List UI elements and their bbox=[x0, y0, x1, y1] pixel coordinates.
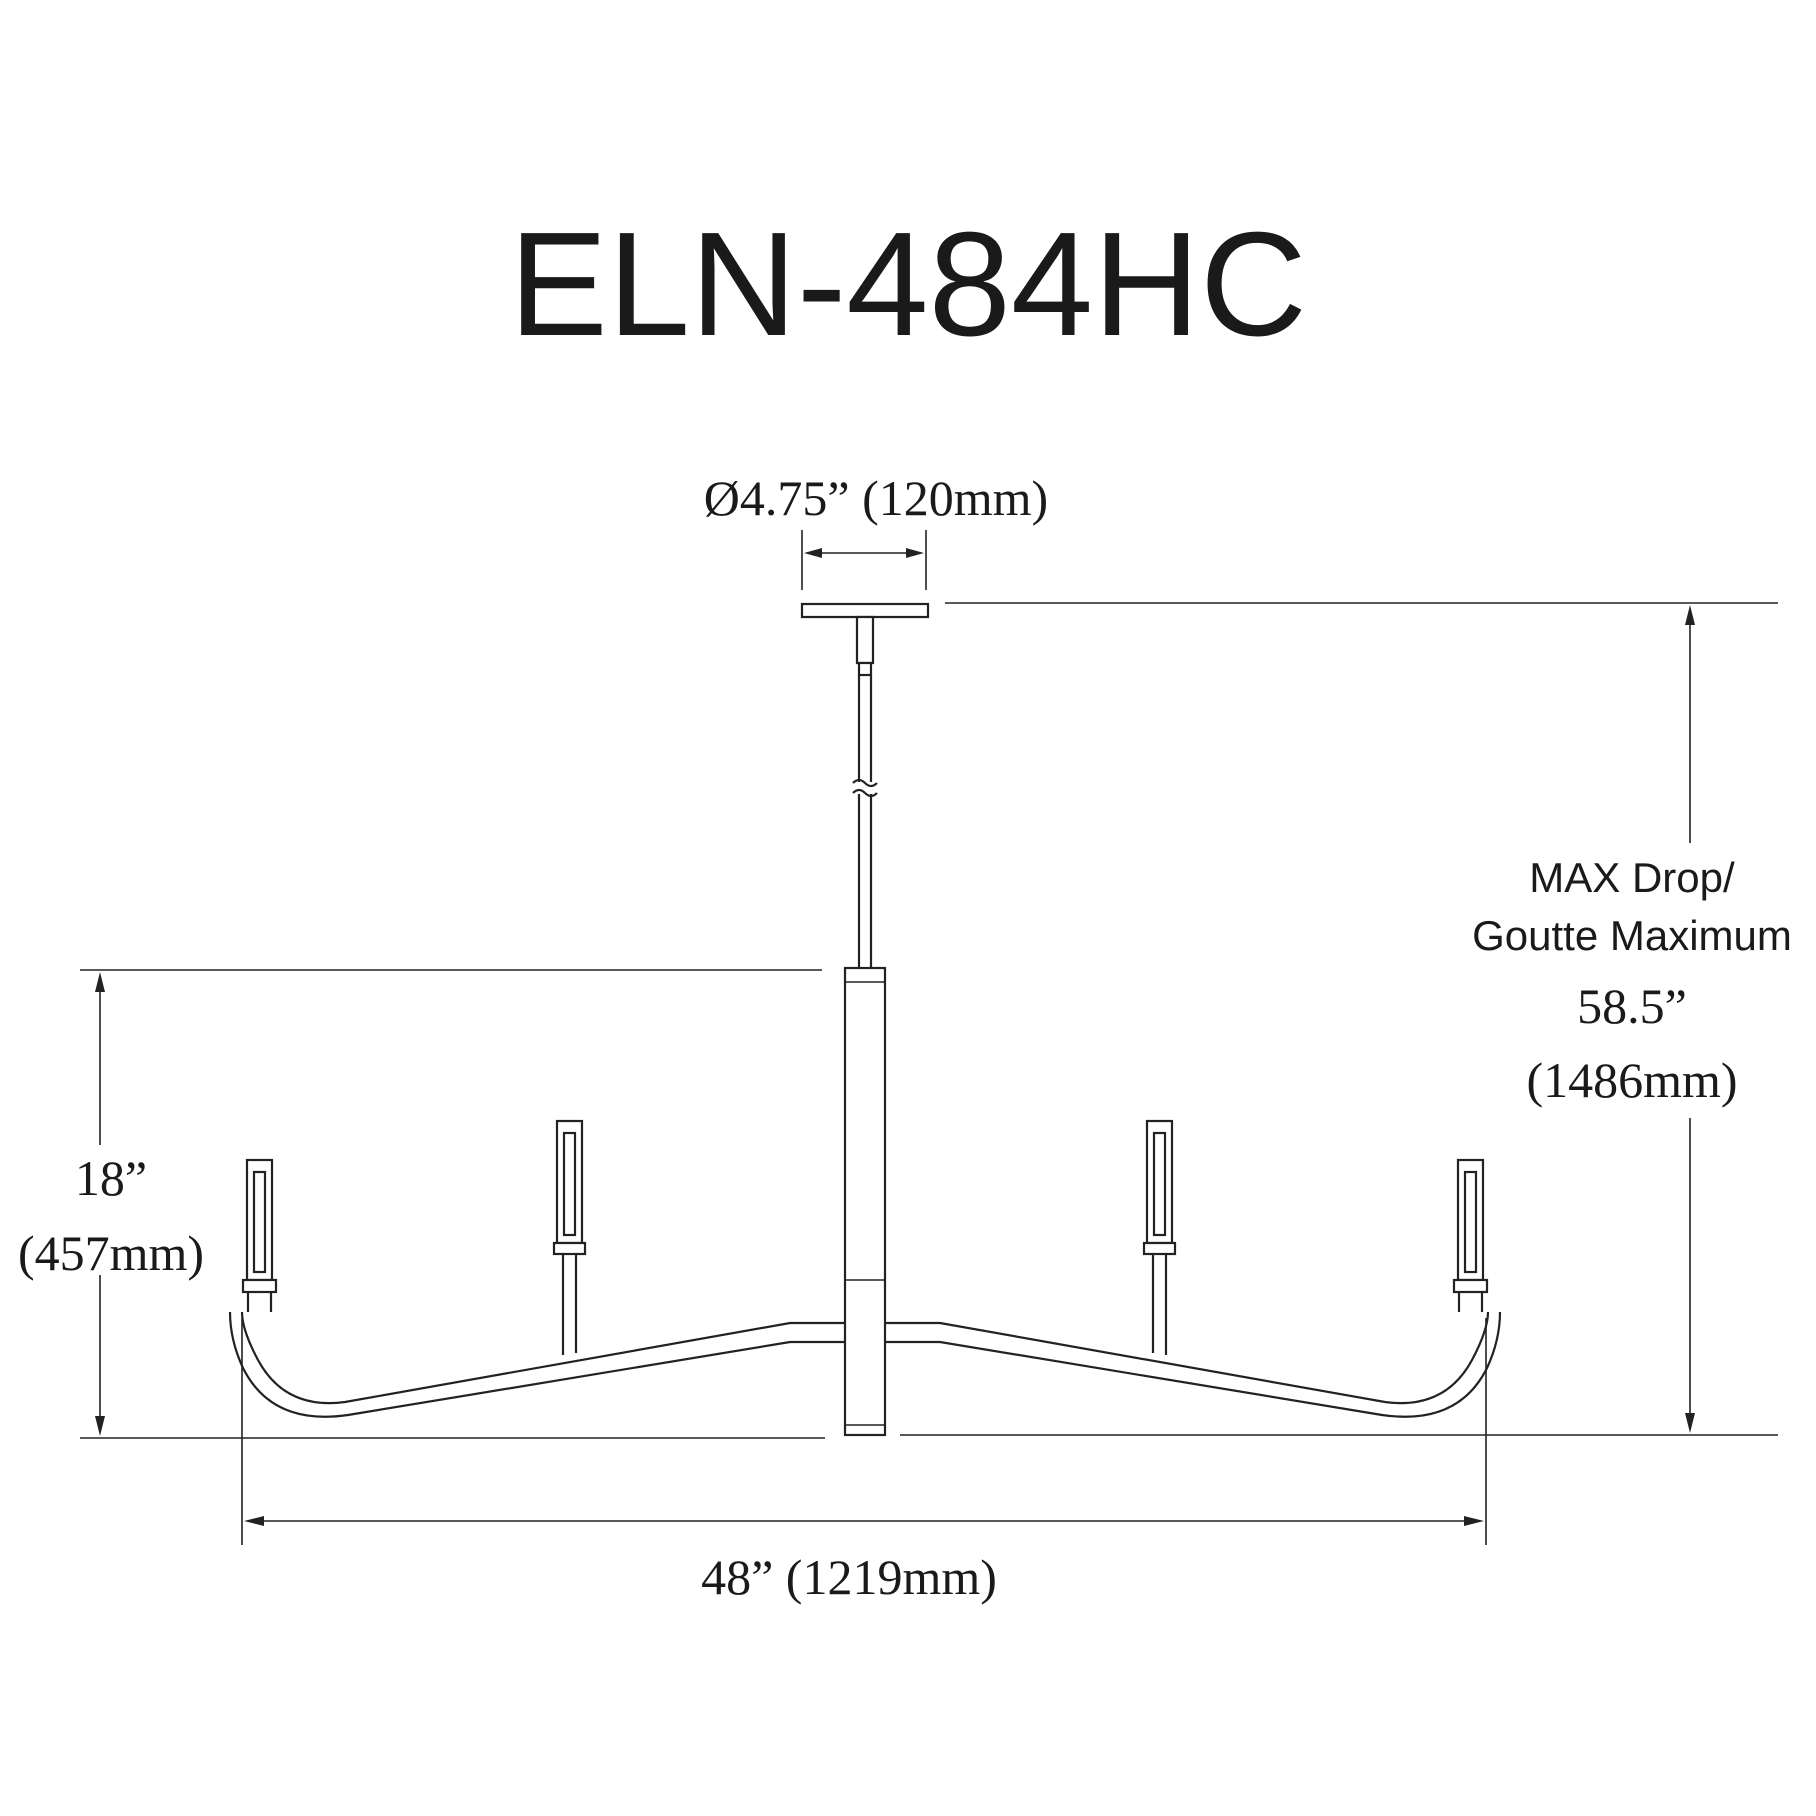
arrow-up-icon bbox=[1685, 605, 1695, 625]
max-drop-mm: (1486mm) bbox=[1526, 1052, 1737, 1108]
candle-socket-outer-left bbox=[241, 1158, 278, 1312]
arrow-left-icon bbox=[244, 1516, 264, 1526]
left-arm bbox=[240, 1311, 845, 1405]
canopy-plate bbox=[800, 602, 930, 619]
candle-socket-outer-right bbox=[1452, 1158, 1489, 1312]
fixture-width-dimension: 48” (1219mm) bbox=[241, 1318, 1487, 1605]
max-drop-label-en: MAX Drop/ bbox=[1529, 854, 1735, 901]
arrow-down-icon bbox=[1685, 1413, 1695, 1433]
fixture-height-inches: 18” bbox=[75, 1150, 147, 1206]
arrow-left-icon bbox=[804, 548, 822, 558]
max-drop-label-fr: Goutte Maximum bbox=[1472, 912, 1792, 959]
max-drop-inches: 58.5” bbox=[1577, 978, 1687, 1034]
canopy-diameter-label: Ø4.75” (120mm) bbox=[704, 470, 1048, 526]
chandelier-fixture bbox=[228, 602, 1502, 1437]
max-drop-dimension: MAX Drop/ Goutte Maximum 58.5” (1486mm) bbox=[900, 602, 1792, 1436]
model-number-title: ELN-484HC bbox=[509, 202, 1307, 367]
arrow-up-icon bbox=[95, 972, 105, 992]
canopy-stem bbox=[855, 615, 875, 665]
canopy-diameter-dimension: Ø4.75” (120mm) bbox=[704, 470, 1048, 590]
center-column bbox=[843, 966, 887, 1437]
candle-socket-inner-left bbox=[552, 1119, 587, 1355]
fixture-width-label: 48” (1219mm) bbox=[701, 1549, 997, 1605]
arrow-down-icon bbox=[95, 1416, 105, 1436]
arrow-right-icon bbox=[1464, 1516, 1484, 1526]
fixture-height-dimension: 18” (457mm) bbox=[18, 969, 825, 1439]
right-arm bbox=[885, 1311, 1490, 1405]
fixture-height-mm: (457mm) bbox=[18, 1225, 204, 1281]
downrod-break-mark bbox=[852, 778, 878, 788]
candle-socket-inner-right bbox=[1142, 1119, 1177, 1355]
arrow-right-icon bbox=[906, 548, 924, 558]
